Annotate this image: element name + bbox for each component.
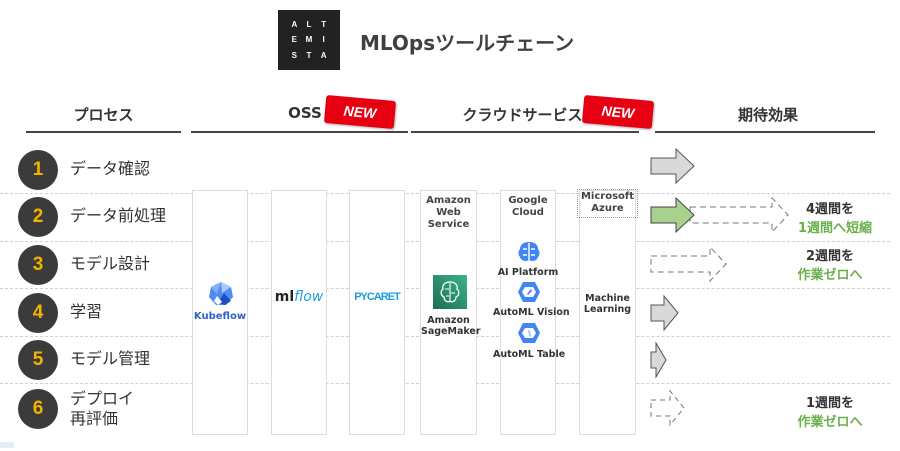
- corner-marker: [0, 442, 14, 448]
- service-name-line: Machine: [585, 293, 630, 304]
- cloud-provider-gcp: Google Cloud AI Platform AutoML Vision A…: [493, 190, 570, 435]
- logo-letter: E: [291, 35, 297, 45]
- arrow-green-icon: [650, 196, 695, 234]
- logo-letter: L: [306, 20, 312, 29]
- step-number-badge: 3: [18, 245, 58, 285]
- sagemaker-icon: [433, 275, 467, 309]
- effect-before: 2週間を: [805, 249, 855, 264]
- provider-name-line: Google: [508, 195, 548, 206]
- logo-letter: T: [306, 50, 312, 60]
- step-label: デプロイ 再評価: [70, 389, 134, 429]
- step-number-badge: 4: [18, 293, 58, 333]
- logo-letter: S: [291, 50, 297, 60]
- provider-name-line: Web: [436, 207, 461, 218]
- step-label-line: 再評価: [70, 409, 119, 428]
- arrow-gray-icon: [650, 147, 695, 185]
- step-label-line: デプロイ: [70, 389, 135, 408]
- header-underline: [26, 131, 181, 133]
- logo-letter: I: [322, 35, 325, 45]
- provider-name-line: Microsoft: [580, 191, 635, 202]
- step-label: データ前処理: [70, 206, 167, 225]
- step-number-badge: 2: [18, 197, 58, 237]
- header-underline: [191, 131, 404, 133]
- process-step-1: 1 データ確認: [14, 150, 194, 190]
- service-name-line: SageMaker: [421, 326, 481, 337]
- arrow-gray-icon: [650, 294, 679, 332]
- arrow-dashed-short-icon: [650, 389, 685, 427]
- step-label: モデル設計: [70, 254, 151, 273]
- header-underline: [404, 131, 408, 133]
- provider-name-line: Cloud: [512, 207, 544, 218]
- process-step-6: 6 デプロイ 再評価: [14, 389, 194, 429]
- provider-name: Amazon Web Service: [421, 195, 476, 231]
- oss-tool-pycaret: PYCARET: [349, 190, 405, 435]
- column-header-oss: OSS: [288, 104, 322, 122]
- column-header-effect: 期待効果: [737, 106, 798, 124]
- automl-table-icon: [518, 323, 540, 343]
- step-label: 学習: [70, 302, 103, 321]
- process-step-3: 3 モデル設計: [14, 245, 194, 285]
- new-badge-cloud: NEW: [581, 95, 655, 129]
- column-header-process: プロセス: [73, 106, 134, 124]
- automl-vision-icon: [518, 282, 540, 302]
- service-name: Amazon SageMaker: [421, 315, 481, 337]
- column-header-cloud: クラウドサービス: [462, 106, 583, 124]
- mlflow-logo-icon: mlflow: [272, 289, 326, 305]
- step-number-badge: 1: [18, 150, 58, 190]
- service-name: AutoML Table: [493, 349, 566, 360]
- effect-after: 作業ゼロへ: [797, 415, 863, 430]
- cloud-provider-aws: Amazon Web Service Amazon SageMaker: [420, 190, 481, 435]
- process-step-5: 5 モデル管理: [14, 340, 194, 380]
- tool-name-prefix: ml: [274, 289, 295, 305]
- arrow-gray-icon: [650, 341, 667, 379]
- service-name-line: Learning: [583, 304, 632, 315]
- arrow-dashed-medium-icon: [650, 245, 727, 283]
- service-name: AutoML Vision: [493, 307, 570, 318]
- ai-platform-icon: [518, 242, 540, 261]
- service-name: AI Platform: [497, 267, 559, 278]
- page-title: MLOpsツールチェーン: [360, 31, 575, 55]
- tool-name-suffix: flow: [294, 289, 324, 305]
- service-name: Machine Learning: [580, 293, 635, 315]
- logo-letter: A: [291, 20, 298, 29]
- header-underline: [411, 131, 639, 133]
- provider-name-line: Amazon: [426, 195, 471, 206]
- oss-tool-kubeflow: Kubeflow: [192, 190, 248, 435]
- tool-name: Kubeflow: [193, 311, 247, 322]
- provider-name: Microsoft Azure: [577, 189, 638, 218]
- header-underline: [655, 131, 875, 133]
- oss-tool-mlflow: mlflow: [271, 190, 327, 435]
- process-step-4: 4 学習: [14, 293, 194, 333]
- service-name-line: Amazon: [427, 315, 470, 326]
- step-label: モデル管理: [70, 349, 151, 368]
- step-number-badge: 5: [18, 340, 58, 380]
- logo-letter: T: [321, 20, 327, 29]
- tool-name: PYCARET: [354, 291, 401, 303]
- provider-name: Google Cloud: [501, 195, 555, 219]
- effect-before: 4週間を: [805, 202, 855, 217]
- new-badge-oss: NEW: [323, 95, 397, 129]
- altemista-logo: A L T E M I S T A: [278, 10, 340, 70]
- logo-letter: M: [305, 35, 313, 45]
- effect-after: 作業ゼロへ: [797, 268, 863, 283]
- cloud-provider-azure: Microsoft Azure Machine Learning: [577, 189, 638, 435]
- provider-name-line: Service: [427, 219, 470, 230]
- effect-before: 1週間を: [805, 396, 855, 411]
- step-label: データ確認: [70, 159, 151, 178]
- effect-after: 1週間へ短縮: [797, 221, 873, 236]
- step-number-badge: 6: [18, 389, 58, 429]
- pycaret-logo-icon: PYCARET: [350, 291, 404, 303]
- logo-letter: A: [320, 50, 327, 60]
- arrow-dashed-long-icon: [689, 196, 789, 234]
- process-step-2: 2 データ前処理: [14, 197, 194, 237]
- kubeflow-logo-icon: [209, 282, 233, 305]
- provider-name-line: Azure: [591, 203, 624, 214]
